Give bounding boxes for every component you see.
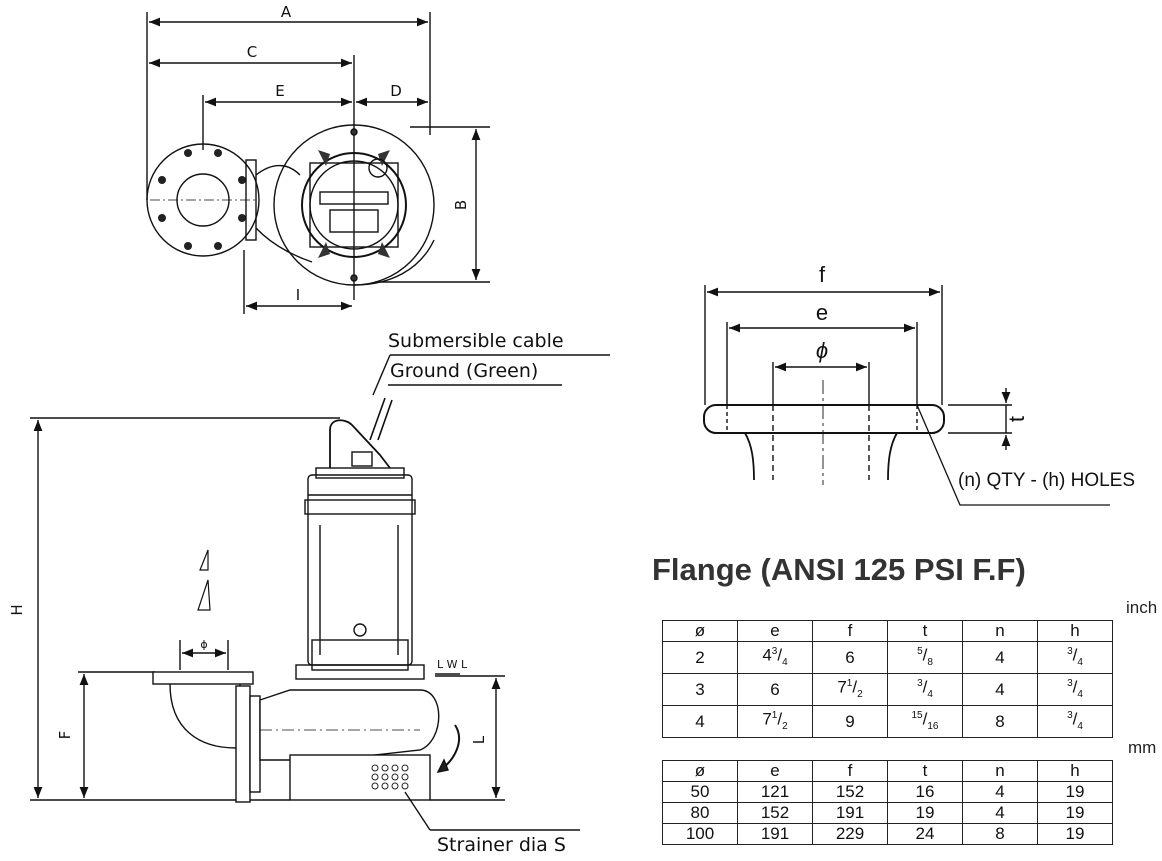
flange-detail — [703, 285, 1110, 506]
table-header-cell: t — [887, 620, 963, 642]
holes-label: (n) QTY - (h) HOLES — [958, 470, 1135, 491]
table-header-cell: e — [737, 760, 813, 782]
table-cell: 8 — [962, 705, 1038, 739]
table-cell: 191 — [737, 823, 813, 845]
table-cell: 19 — [1037, 802, 1113, 824]
table-header-cell: f — [812, 620, 888, 642]
table-cell: 3/4 — [887, 673, 963, 707]
side-view-labels: Submersible cable Ground (Green) Straine… — [8, 330, 566, 856]
table-header-cell: e — [737, 620, 813, 642]
table-cell: 5/8 — [887, 640, 963, 675]
table-header-cell: h — [1037, 620, 1113, 642]
table-cell: 100 — [662, 823, 738, 845]
discharge-flange — [146, 143, 260, 257]
table-header-cell: ø — [662, 760, 738, 782]
dim-label-phi-side: ϕ — [200, 638, 207, 651]
flange-title: Flange (ANSI 125 PSI F.F) — [652, 552, 1026, 587]
table-header-cell: n — [962, 760, 1038, 782]
table-cell: 50 — [662, 781, 738, 803]
table-cell: 191 — [812, 802, 888, 824]
table-cell: 3 — [662, 673, 738, 707]
table-cell: 4 — [962, 673, 1038, 707]
table-cell: 71/2 — [737, 705, 813, 739]
table-cell: 24 — [887, 823, 963, 845]
table-cell: 6 — [812, 640, 888, 675]
inch-unit-label: inch — [1126, 598, 1158, 617]
dim-label-d: D — [390, 82, 402, 100]
table-cell: 8 — [962, 823, 1038, 845]
top-view — [146, 12, 490, 314]
dim-label-f: F — [56, 731, 74, 740]
table-header-cell: f — [812, 760, 888, 782]
table-cell: 4 — [962, 781, 1038, 803]
flange-dim-labels: f e ϕ t (n) QTY - (h) HOLES — [816, 262, 1135, 491]
table-cell: 15/16 — [887, 705, 963, 739]
lwl-label: L W L — [437, 658, 468, 671]
table-cell: 3/4 — [1037, 640, 1113, 675]
table-cell: 43/4 — [737, 640, 813, 675]
dim-label-l: L — [470, 735, 488, 744]
dim-label-c: C — [247, 43, 257, 61]
table-cell: 3/4 — [1037, 673, 1113, 707]
dim-label-i: I — [296, 286, 300, 304]
table-cell: 80 — [662, 802, 738, 824]
table-header-cell: n — [962, 620, 1038, 642]
table-cell: 4 — [962, 802, 1038, 824]
flange-plate — [703, 404, 945, 434]
dim-label-a: A — [281, 3, 292, 21]
dim-label-h: H — [8, 604, 26, 615]
flange-dim-label-t: t — [1004, 416, 1029, 422]
dim-label-e: E — [275, 82, 284, 100]
table-cell: 16 — [887, 781, 963, 803]
mm-unit-label: mm — [1128, 738, 1157, 757]
submersible-cable-label: Submersible cable — [388, 330, 564, 352]
table-cell: 9 — [812, 705, 888, 739]
table-cell: 3/4 — [1037, 705, 1113, 739]
table-cell: 19 — [1037, 781, 1113, 803]
table-cell: 152 — [737, 802, 813, 824]
flange-dim-label-f: f — [819, 262, 826, 287]
dim-label-b: B — [452, 200, 470, 210]
table-cell: 4 — [962, 640, 1038, 675]
table-cell: 19 — [887, 802, 963, 824]
ground-label: Ground (Green) — [390, 360, 538, 382]
table-header-cell: ø — [662, 620, 738, 642]
table-cell: 71/2 — [812, 673, 888, 707]
table-header-cell: t — [887, 760, 963, 782]
top-view-dim-labels: A C E D B I — [247, 3, 470, 304]
table-header-cell: h — [1037, 760, 1113, 782]
table-cell: 4 — [662, 705, 738, 739]
pump-volute — [259, 689, 440, 761]
table-cell: 152 — [812, 781, 888, 803]
flange-dim-label-phi: ϕ — [816, 338, 828, 363]
strainer — [289, 754, 431, 801]
table-cell: 2 — [662, 640, 738, 675]
strainer-label: Strainer dia S — [437, 834, 566, 856]
table-cell: 229 — [812, 823, 888, 845]
flange-dim-label-e: e — [816, 300, 828, 325]
table-cell: 6 — [737, 673, 813, 707]
side-view — [30, 354, 610, 831]
table-cell: 19 — [1037, 823, 1113, 845]
table-cell: 121 — [737, 781, 813, 803]
